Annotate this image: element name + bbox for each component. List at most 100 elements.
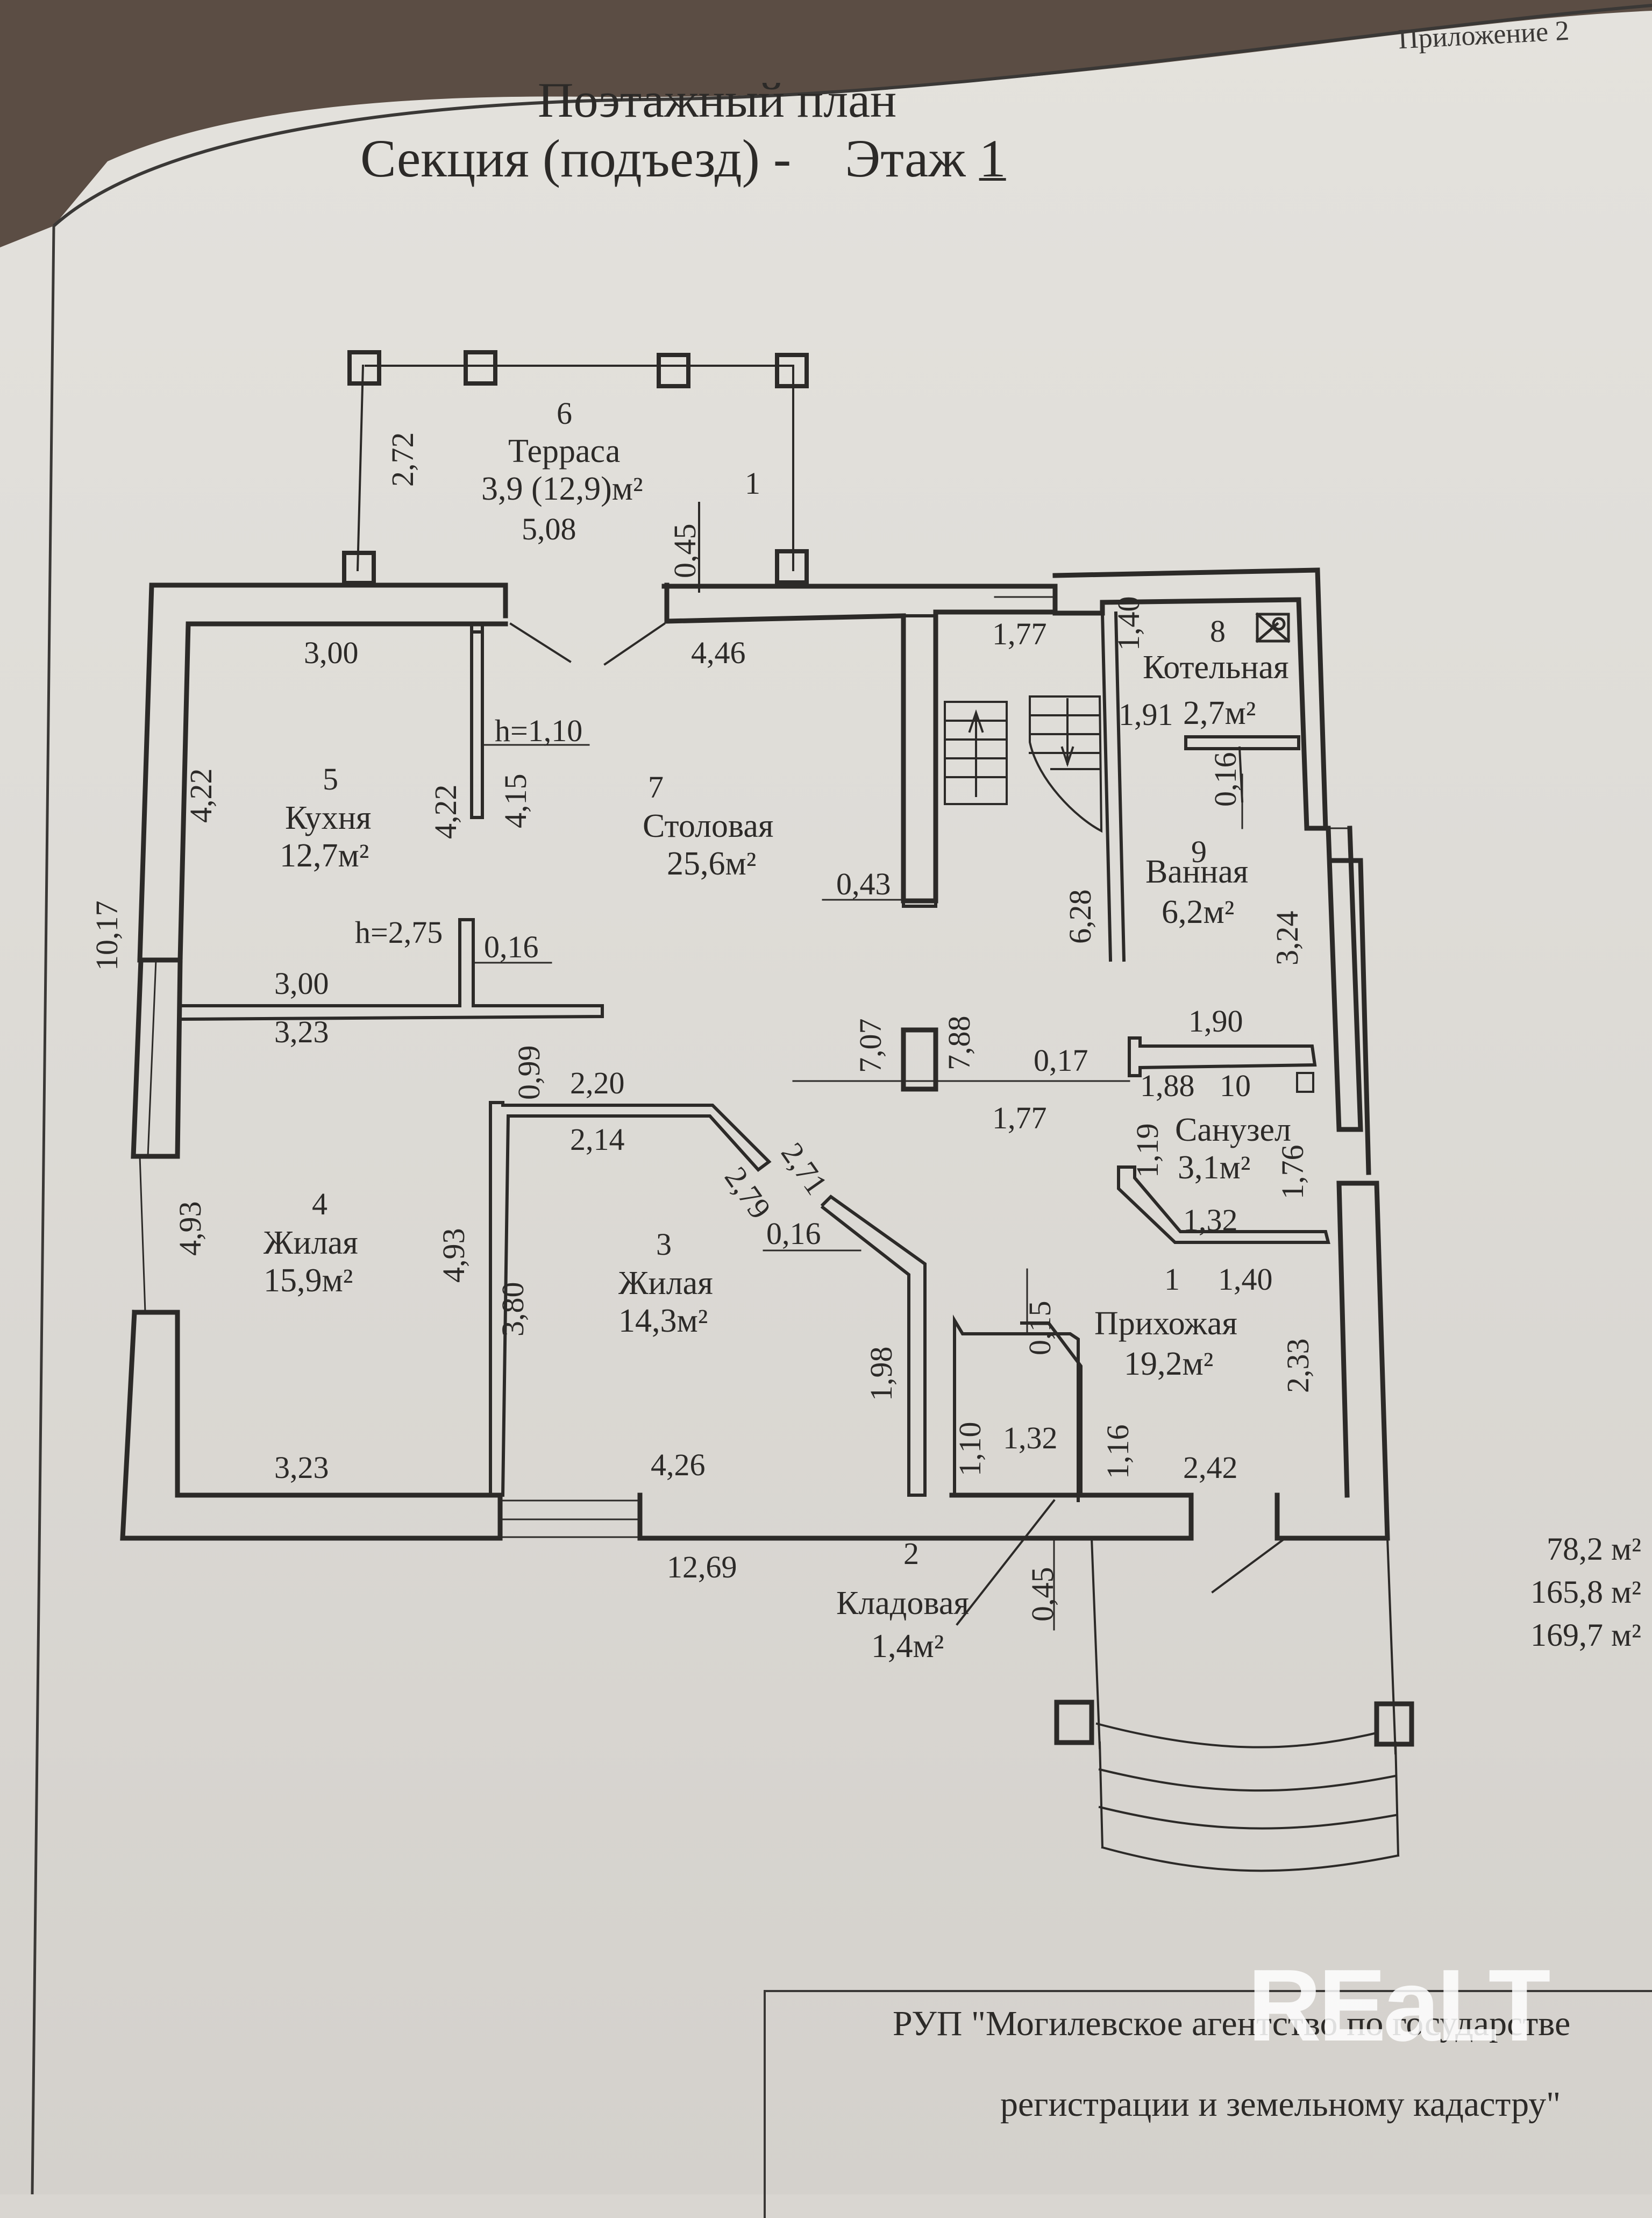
dim-room3-wall: 0,16 [766, 1216, 821, 1251]
dim-boiler-side: 1,40 [1111, 596, 1146, 651]
dim-room3-top-inner: 2,14 [570, 1122, 625, 1157]
room-5-name: Кухня [285, 800, 372, 836]
dim-kitchen-bottom: 3,00 [274, 966, 329, 1001]
terrace-column [657, 353, 690, 388]
dim-terrace-height: 2,72 [385, 432, 420, 487]
boiler-partition [1184, 735, 1300, 750]
terrace-column [464, 350, 497, 386]
dim-boiler-bottom: 1,91 [1119, 697, 1173, 732]
dim-terrace-step: 0,45 [667, 523, 702, 579]
partition-height-1: h=1,10 [495, 713, 583, 748]
floor-label: Этаж [845, 129, 966, 188]
dim-pillar-left: 7,07 [853, 1018, 888, 1074]
porch-column [1374, 1701, 1414, 1747]
windows [139, 596, 1362, 1538]
room-3-name: Жилая [618, 1265, 713, 1302]
page-title: Поэтажный план [538, 73, 897, 127]
dim-dining-wall: 0,43 [836, 866, 891, 901]
paper-left-border [31, 225, 55, 2194]
room-9-name: Ванная [1145, 854, 1249, 890]
door-swings [509, 622, 1287, 1626]
realt-watermark-logo: REaLT [1248, 1949, 1551, 2063]
dim-kitchen-left: 4,22 [183, 768, 218, 823]
dim-wc-top: 1,90 [1188, 1004, 1243, 1039]
terrace-extra-label: 1 [745, 466, 760, 501]
agency-stamp-box [764, 1990, 1652, 2218]
dim-room3-bottom: 4,26 [651, 1447, 706, 1482]
dim-kitchen-partition: 4,15 [498, 773, 533, 829]
wc-fixture [1296, 1072, 1314, 1093]
dining-partition [902, 614, 937, 908]
room-7-number: 7 [648, 770, 664, 805]
dim-dining-top: 4,46 [691, 635, 746, 670]
page-subtitle: Секция (подъезд) - Этаж 1 [360, 132, 1006, 186]
room-6-number: 6 [557, 396, 572, 431]
dim-porch-045: 0,45 [1025, 1567, 1060, 1622]
partition-height-2: h=2,75 [355, 915, 443, 950]
room-9-area: 6,2м² [1162, 894, 1235, 930]
dim-terrace-width: 5,08 [522, 511, 576, 546]
dim-bath-right: 3,24 [1270, 911, 1305, 966]
room-8-name: Котельная [1143, 649, 1289, 686]
terrace-column [347, 350, 381, 386]
room-8-area: 2,7м² [1183, 695, 1256, 731]
room-5-area: 12,7м² [280, 837, 369, 874]
room-10-area: 3,1м² [1178, 1149, 1251, 1186]
total-area-living: 78,2 м² [1547, 1531, 1641, 1567]
paper-border [52, 4, 1652, 228]
dim-room4-top: 3,23 [274, 1014, 329, 1049]
room-2-area: 1,4м² [871, 1628, 944, 1665]
dim-room4-bottom: 3,23 [274, 1450, 329, 1485]
agency-name-line1: РУП "Могилевское агентство по государств… [893, 2004, 1571, 2043]
porch-step [1095, 1722, 1378, 1748]
dim-room4-left: 4,93 [173, 1201, 208, 1256]
dim-room4-right: 4,93 [436, 1228, 471, 1283]
agency-name-line2: регистрации и земельному кадастру" [1000, 2085, 1561, 2124]
total-area-general: 165,8 м² [1530, 1574, 1641, 1610]
dim-hall-mid: 1,77 [992, 1100, 1047, 1135]
floor-number: 1 [979, 129, 1006, 188]
dim-wc-right: 1,76 [1275, 1144, 1310, 1200]
dim-wall-016: 0,16 [484, 929, 539, 964]
room-1-number: 1 [1164, 1262, 1180, 1297]
dim-stair-top: 1,77 [992, 616, 1047, 651]
dim-room3-top-outer: 2,20 [570, 1065, 625, 1100]
room-3-number: 3 [656, 1227, 672, 1262]
room-2-number: 2 [903, 1536, 919, 1571]
porch-column [1054, 1700, 1094, 1745]
dim-hall-bottom: 2,42 [1183, 1450, 1238, 1485]
room-4-number: 4 [312, 1186, 327, 1221]
porch-step [1098, 1805, 1397, 1830]
porch-step [1101, 1846, 1400, 1872]
dim-storage-015: 0,15 [1022, 1300, 1057, 1356]
dim-hall-right: 2,33 [1280, 1338, 1315, 1394]
kitchen-low-partition [470, 622, 484, 819]
room-9-number: 9 [1191, 834, 1207, 869]
room-1-name: Прихожая [1094, 1305, 1237, 1342]
total-area-with-terrace: 169,7 м² [1530, 1617, 1641, 1653]
terrace-column [775, 549, 809, 585]
room-1-area: 19,2м² [1124, 1346, 1214, 1382]
room-4-area: 15,9м² [264, 1262, 353, 1299]
dim-bath-wall: 0,16 [1208, 752, 1243, 807]
porch-step [1098, 1768, 1397, 1792]
staircase [944, 695, 1103, 833]
dim-wc-inner: 1,88 [1140, 1068, 1195, 1103]
dim-room3-right: 1,98 [864, 1346, 899, 1402]
interior-walls [178, 611, 1330, 1502]
dim-storage-width: 1,32 [1003, 1420, 1058, 1455]
dim-storage-right: 1,16 [1100, 1424, 1135, 1480]
room-5-number: 5 [323, 762, 338, 797]
room-2-name: Кладовая [836, 1585, 969, 1622]
room-7-name: Столовая [643, 808, 774, 844]
room-4-name: Жилая [264, 1225, 358, 1261]
dim-wc-bottom: 1,32 [1183, 1203, 1238, 1238]
room-7-area: 25,6м² [667, 845, 757, 882]
dim-wc-left: 1,19 [1130, 1123, 1165, 1178]
dim-kitchen-right: 4,22 [428, 784, 463, 840]
room-3-area: 14,3м² [618, 1303, 708, 1339]
dim-hall-140: 1,40 [1218, 1262, 1273, 1297]
exterior-walls [120, 567, 1390, 1541]
